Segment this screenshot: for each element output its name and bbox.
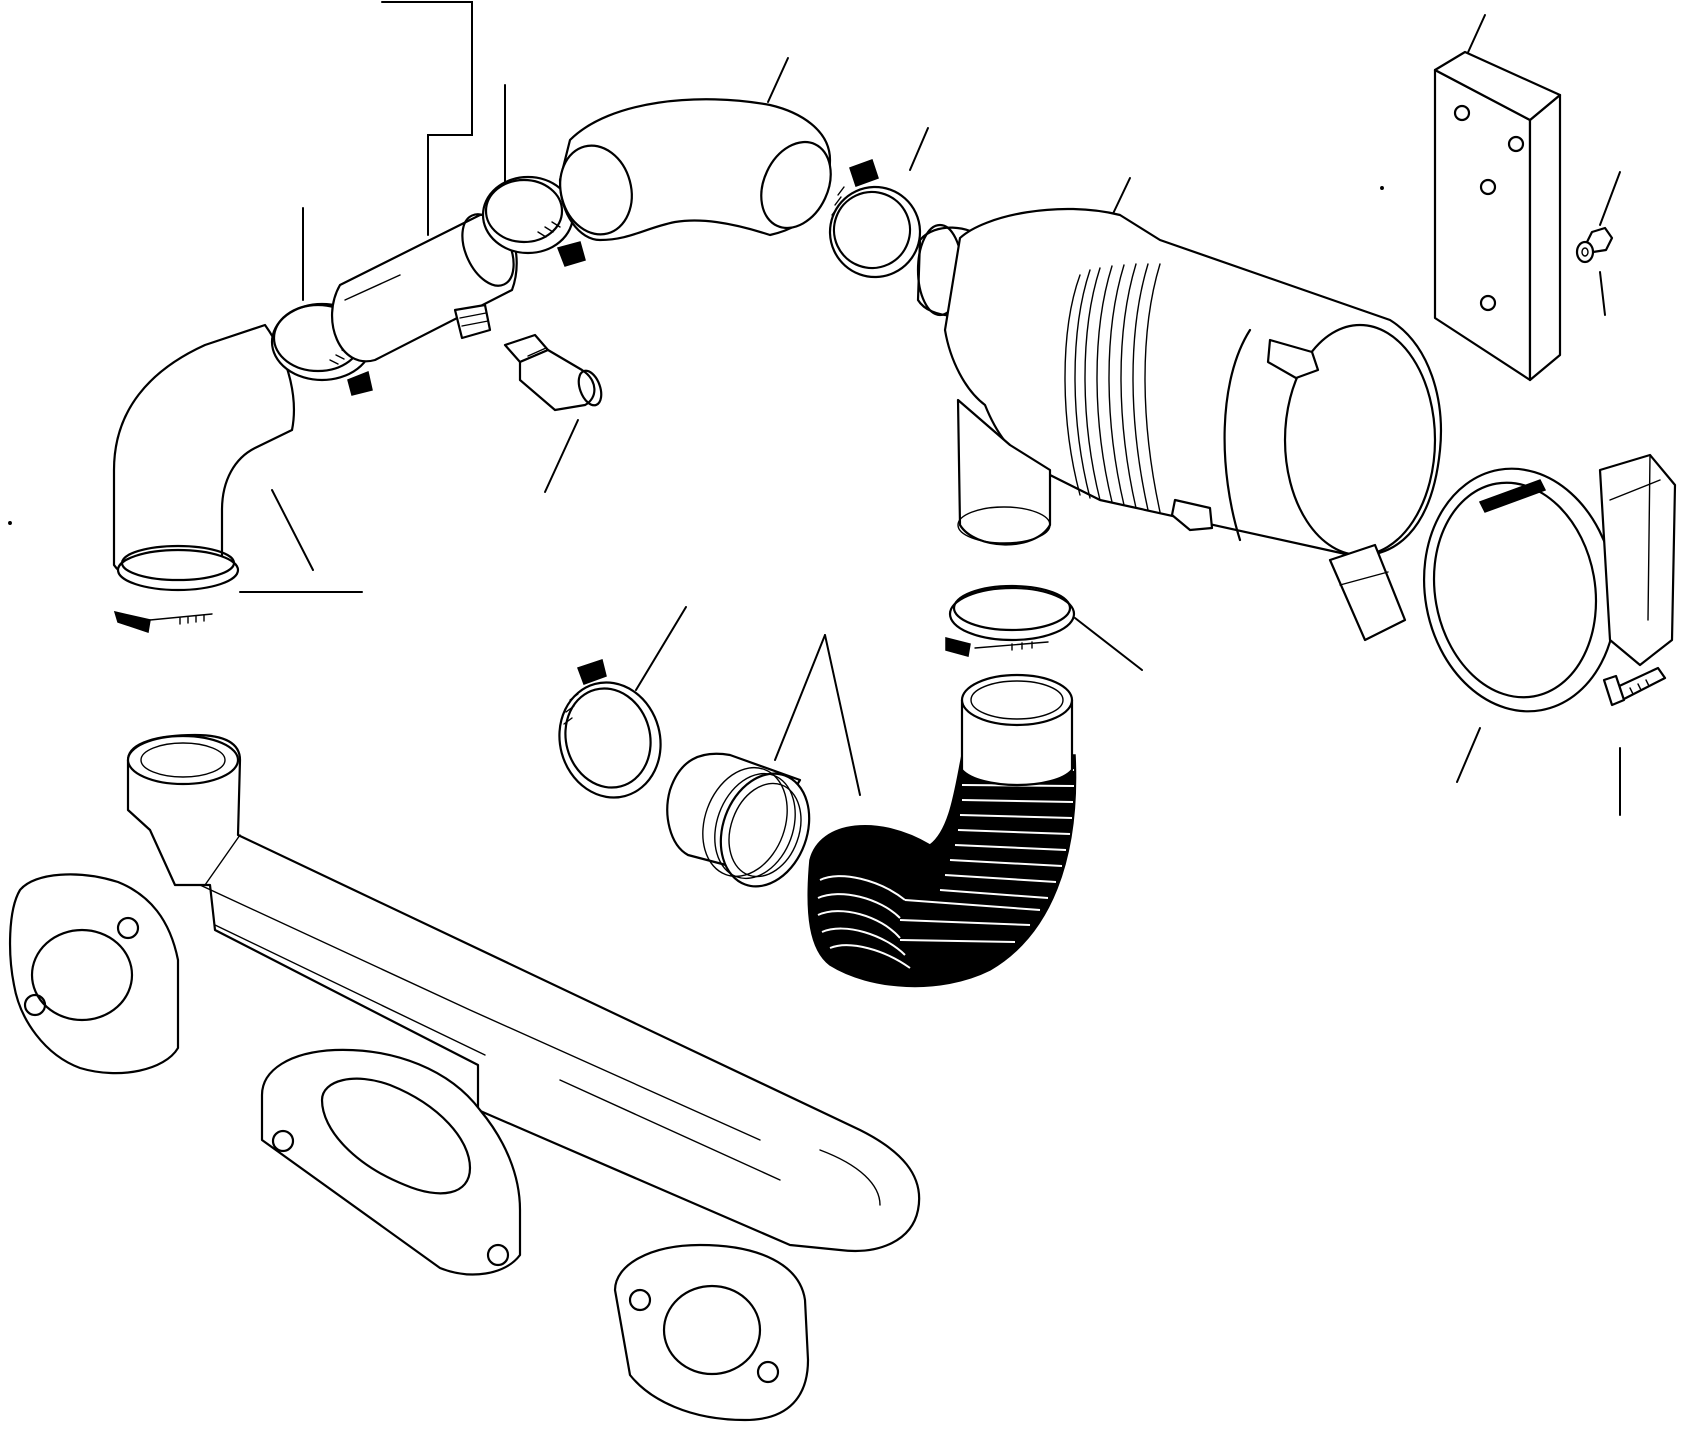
plate-hole-3 bbox=[1479, 178, 1497, 196]
flange-middle-port bbox=[320, 1077, 472, 1195]
manifold-inlet-outer bbox=[126, 734, 240, 786]
flange-left-hole-b bbox=[116, 916, 140, 940]
stray-dot-2 bbox=[8, 521, 12, 525]
flange-right-hole-b bbox=[756, 1360, 780, 1384]
band-bracket bbox=[1598, 453, 1677, 667]
latch-top bbox=[1266, 338, 1320, 380]
leader-lines bbox=[8, 1, 1621, 816]
leader-hose-b bbox=[824, 634, 861, 796]
flange-right-port bbox=[662, 1284, 762, 1376]
leader-clamp-top-right bbox=[909, 127, 929, 171]
leader-mount-band bbox=[1456, 727, 1481, 783]
flange-left-port bbox=[30, 928, 134, 1022]
clamp-top-right bbox=[828, 159, 922, 279]
flange-middle-hole-a bbox=[271, 1129, 295, 1153]
flange-left-hole-a bbox=[23, 993, 47, 1017]
adapter-sleeve bbox=[666, 752, 811, 888]
lower-elbow-hose bbox=[112, 323, 295, 585]
band-latch bbox=[1478, 479, 1547, 513]
air-cleaner-outlet bbox=[956, 398, 1052, 546]
manifold bbox=[8, 733, 921, 1422]
flex-hose-body bbox=[807, 754, 1077, 988]
leader-sensor bbox=[544, 419, 579, 493]
flange-right bbox=[613, 1243, 810, 1422]
washer bbox=[1575, 240, 1595, 264]
clamp-lower-left bbox=[113, 544, 240, 633]
flange-middle bbox=[260, 1048, 522, 1276]
stray-dot-1 bbox=[1380, 186, 1384, 190]
leader-elbow-top bbox=[767, 57, 789, 103]
flex-hose-mouth bbox=[960, 673, 1074, 727]
leader-step-top bbox=[381, 1, 473, 236]
manifold-inlet-inner bbox=[140, 742, 226, 778]
air-cleaner-body bbox=[943, 207, 1442, 557]
nut-and-washer bbox=[1575, 226, 1614, 264]
latch-bottom bbox=[1170, 498, 1214, 532]
mounting-plate bbox=[1433, 50, 1562, 382]
flex-hose-ridges bbox=[817, 769, 1075, 969]
flange-left bbox=[8, 873, 180, 1075]
plate-hole-1 bbox=[1453, 104, 1471, 122]
leader-nut bbox=[1599, 171, 1621, 226]
dust-valve bbox=[1328, 543, 1407, 642]
leader-hose-a bbox=[774, 634, 826, 761]
upper-elbow-hose bbox=[558, 98, 832, 242]
leader-clamp-middle bbox=[635, 606, 687, 691]
clamp-middle bbox=[558, 659, 662, 799]
flange-middle-hole-b bbox=[486, 1243, 510, 1267]
flex-hose bbox=[807, 673, 1077, 988]
upper-elbow-left-end bbox=[559, 144, 633, 236]
upper-elbow-right-end bbox=[760, 140, 832, 230]
plate-hole-4 bbox=[1479, 294, 1497, 312]
clamp-right bbox=[945, 584, 1076, 657]
flange-right-hole-a bbox=[628, 1288, 652, 1312]
restriction-indicator bbox=[503, 333, 603, 412]
mount-band bbox=[1422, 453, 1677, 713]
leader-lower-elbow bbox=[271, 489, 314, 571]
plate-hole-2 bbox=[1507, 135, 1525, 153]
leader-clamp-right bbox=[1074, 617, 1143, 671]
bolt bbox=[1602, 666, 1667, 707]
air-cleaner bbox=[916, 207, 1442, 642]
leader-washer bbox=[1599, 271, 1606, 316]
